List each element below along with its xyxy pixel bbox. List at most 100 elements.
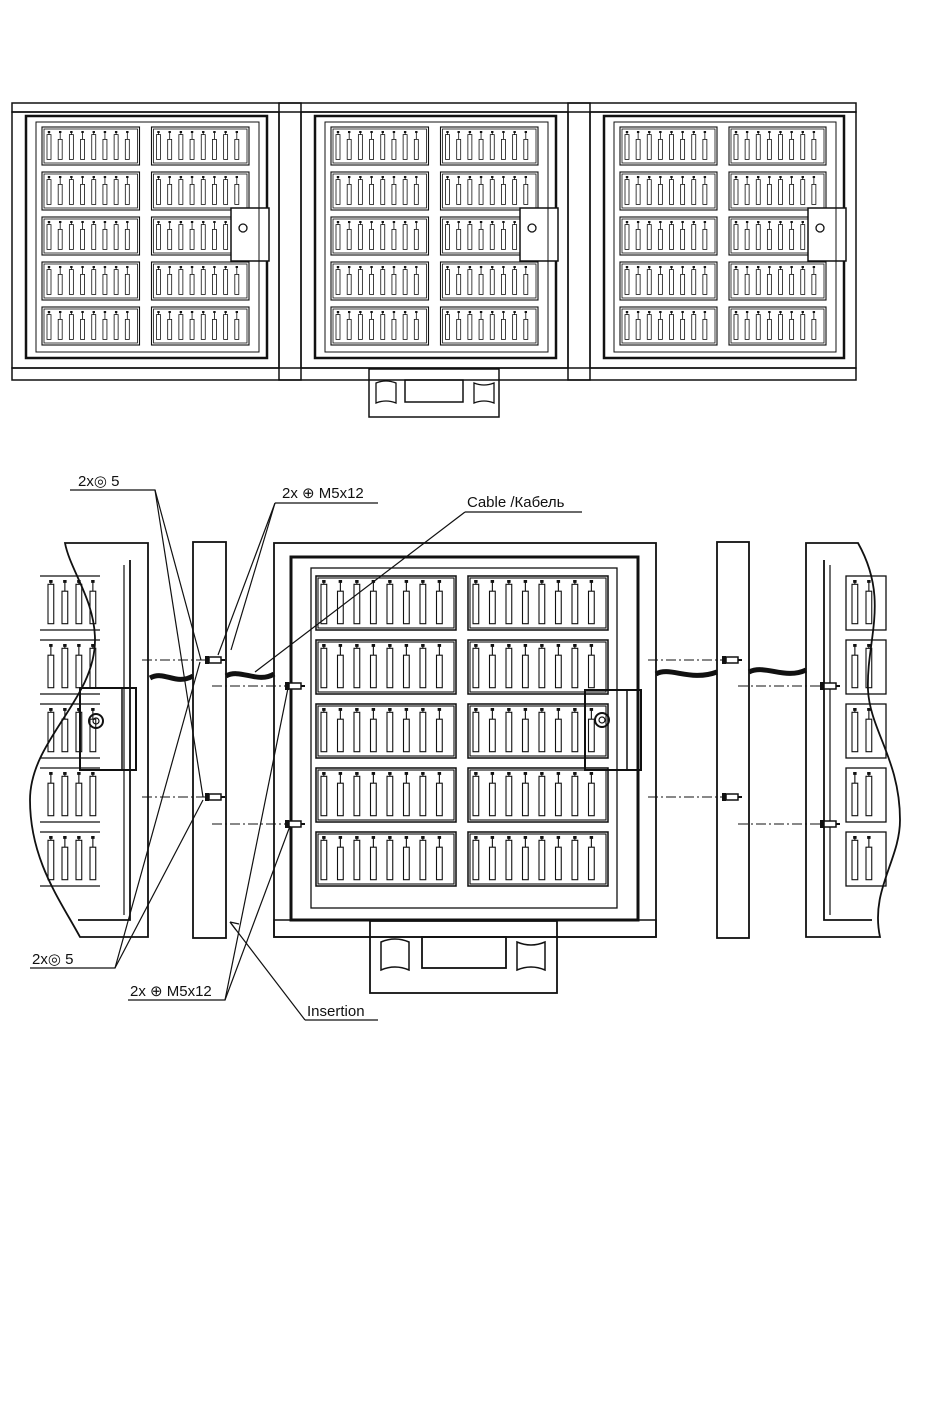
- key-panel: [316, 640, 456, 694]
- panel-column: [620, 127, 717, 345]
- key-panel: [729, 262, 826, 300]
- key-panel: [620, 172, 717, 210]
- key-hook-row: [731, 264, 824, 298]
- key-panel: [331, 127, 429, 165]
- bottom-base-rail: [12, 368, 856, 380]
- key-hook-row: [318, 578, 454, 628]
- name-plate-top: [369, 369, 499, 417]
- key-panel: [152, 307, 250, 345]
- key-hook-row: [44, 309, 138, 343]
- label-washer-top: 2x◎ 5: [78, 473, 119, 490]
- key-panel: [441, 262, 539, 300]
- detail-view-assembly: 2x◎ 5 2x ⊕ M5x12 Cable /Кабель 2x◎ 5 2x …: [30, 473, 900, 1020]
- key-panel: [42, 307, 140, 345]
- left-partial-hooks: [40, 576, 100, 886]
- key-panel: [468, 640, 608, 694]
- key-panel: [316, 768, 456, 822]
- key-panel: [729, 127, 826, 165]
- key-hook-row: [443, 174, 537, 208]
- key-panel: [620, 127, 717, 165]
- cabinet-lock: [808, 208, 846, 261]
- key-hook-row: [731, 174, 824, 208]
- key-panel: [468, 768, 608, 822]
- insertion-strip-right-detail: [717, 542, 749, 938]
- cabinet-3: [590, 112, 856, 368]
- right-partial-hooks: [846, 576, 886, 886]
- key-panel: [316, 832, 456, 886]
- key-hook-row: [470, 578, 606, 628]
- key-panel: [152, 262, 250, 300]
- key-hook-row: [622, 309, 715, 343]
- key-panel: [42, 262, 140, 300]
- name-plate-detail: [370, 921, 557, 993]
- key-hook-row: [318, 770, 454, 820]
- fasteners: [142, 656, 840, 828]
- screw-fastener: [142, 656, 225, 664]
- insertion-strip-right: [568, 103, 590, 380]
- key-panel: [468, 704, 608, 758]
- panel-column: [42, 127, 140, 345]
- key-hook-row: [731, 309, 824, 343]
- key-hook-row: [470, 834, 606, 884]
- key-panel: [468, 576, 608, 630]
- key-panel: [42, 127, 140, 165]
- screw-fastener: [142, 793, 225, 801]
- insertion-strip-left-detail: [193, 542, 226, 938]
- cabinet-lock: [520, 208, 558, 261]
- label-screw-top: 2x ⊕ M5x12: [282, 485, 364, 502]
- key-hook-row: [622, 219, 715, 253]
- right-partial-cabinet: [806, 543, 900, 937]
- screw-fastener: [648, 793, 742, 801]
- key-hook-row: [470, 642, 606, 692]
- key-hook-row: [154, 309, 248, 343]
- key-hook-row: [443, 309, 537, 343]
- key-hook-row: [44, 219, 138, 253]
- left-partial-row: [40, 768, 100, 822]
- key-hook-row: [622, 129, 715, 163]
- key-panel: [152, 172, 250, 210]
- right-partial-row: [846, 576, 886, 630]
- leader-lines: [30, 490, 582, 1020]
- key-panel: [152, 127, 250, 165]
- key-hook-row: [44, 174, 138, 208]
- cabinet-lock: [231, 208, 269, 261]
- cabinet-1: [12, 112, 279, 368]
- key-hook-row: [622, 264, 715, 298]
- key-hook-row: [318, 834, 454, 884]
- key-hook-row: [44, 129, 138, 163]
- cable-left: [150, 674, 274, 680]
- key-panel: [331, 217, 429, 255]
- key-hook-row: [318, 642, 454, 692]
- key-hook-row: [333, 264, 427, 298]
- label-washer-bottom: 2x◎ 5: [32, 951, 73, 968]
- key-panel: [316, 704, 456, 758]
- key-panel: [441, 127, 539, 165]
- key-panel: [316, 576, 456, 630]
- key-hook-row: [731, 129, 824, 163]
- key-panel: [729, 307, 826, 345]
- key-hook-row: [154, 264, 248, 298]
- label-screw-bottom: 2x ⊕ M5x12: [130, 983, 212, 1000]
- key-panel: [331, 172, 429, 210]
- left-partial-row: [40, 832, 100, 886]
- key-hook-row: [443, 264, 537, 298]
- key-panel: [468, 832, 608, 886]
- key-hook-row: [333, 309, 427, 343]
- key-panel: [620, 217, 717, 255]
- insertion-strip-left: [279, 103, 301, 380]
- screw-fastener: [738, 682, 840, 690]
- screw-fastener: [648, 656, 742, 664]
- center-key-panels: [316, 576, 608, 886]
- key-panel: [42, 217, 140, 255]
- right-partial-row: [846, 704, 886, 758]
- key-hook-row: [470, 770, 606, 820]
- cabinet-2: [301, 112, 568, 368]
- left-partial-row: [40, 576, 100, 630]
- key-panel: [620, 307, 717, 345]
- label-cable: Cable /Кабель: [467, 494, 565, 511]
- label-insertion: Insertion: [307, 1003, 365, 1020]
- key-panel: [331, 262, 429, 300]
- key-hook-row: [443, 129, 537, 163]
- key-panel: [441, 172, 539, 210]
